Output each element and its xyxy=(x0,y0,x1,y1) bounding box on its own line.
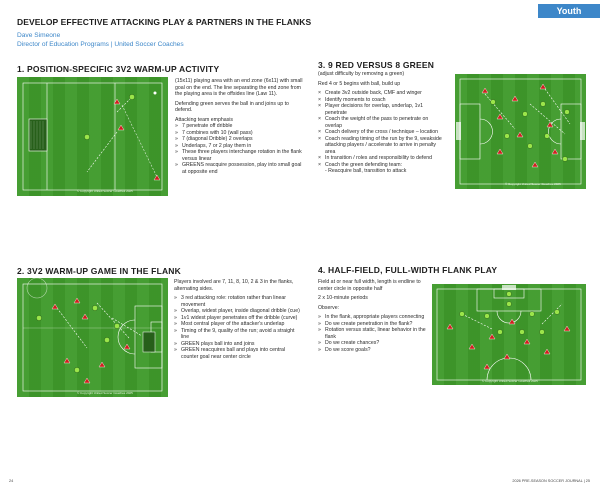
section2-p1: Players involved are 7, 11, 8, 10, 2 & 3… xyxy=(174,279,294,292)
section1-p1: (15x11) playing area with an end zone (6… xyxy=(175,78,303,97)
player-red-marker xyxy=(113,98,161,181)
list-item: Overlap, widest player, inside diagonal … xyxy=(174,308,302,315)
section3-p1: (adjust difficulty by removing a green) xyxy=(318,71,405,77)
player-green-marker xyxy=(490,99,570,162)
list-item: Timing of the 9, quality of the run; avo… xyxy=(174,328,302,341)
section4-list: In the flank, appropriate players connec… xyxy=(318,314,433,353)
list-item: 1v1 widest player penetrates off the dri… xyxy=(174,315,302,322)
diagram-copyright: © Copyright United Soccer Coaches 2025 xyxy=(77,189,133,193)
section4-p3: Observe: xyxy=(318,304,340,311)
player-green-marker xyxy=(36,305,120,373)
section1-p2: Defending green serves the ball in and j… xyxy=(175,100,289,114)
section3-title: 3. 9 RED VERSUS 8 GREEN xyxy=(318,60,435,70)
section4-diagram: © Copyright United Soccer Coaches 2025 xyxy=(432,284,586,385)
list-item: Player decisions for overlap, underlap, … xyxy=(318,103,442,116)
section1-list: 7 penetrate off dribble 7 combines with … xyxy=(175,123,303,175)
section4-p1: Field at or near full width, length is e… xyxy=(318,279,421,292)
section1-text: (15x11) playing area with an end zone (6… xyxy=(175,78,303,175)
list-item: Do we score goals? xyxy=(318,347,433,354)
list-item: 3 red attacking role: rotation rather th… xyxy=(174,295,302,308)
list-subitem: - Reacquire ball, transition to attack xyxy=(325,168,407,174)
section2-list: 3 red attacking role: rotation rather th… xyxy=(174,295,302,360)
list-item: Coach the weight of the pass to penetrat… xyxy=(318,116,442,129)
section2-title: 2. 3V2 WARM-UP GAME IN THE FLANK xyxy=(17,266,181,276)
section2-diagram: © Copyright United Soccer Coaches 2025 xyxy=(17,278,168,397)
list-item: Most central player of the attacker's un… xyxy=(174,321,302,328)
section1-p3: Attacking team emphasis xyxy=(175,116,233,123)
list-item: GREEN reacquires ball and plays into cen… xyxy=(174,347,302,360)
section3-diagram: © Copyright United Soccer Coaches 2025 xyxy=(455,74,586,189)
list-item: These three players interchange rotation… xyxy=(175,149,303,162)
section1-diagram: © Copyright United Soccer Coaches 2025 xyxy=(17,77,168,196)
list-item: Coach delivery of the cross / technique … xyxy=(318,129,442,136)
list-item: Identify moments to coach xyxy=(318,97,442,104)
section4-text: Field at or near full width, length is e… xyxy=(318,279,433,353)
player-red-marker xyxy=(446,318,571,370)
page-number-right: 2026 PRE-SEASON SOCCER JOURNAL | 25 xyxy=(512,479,590,483)
author-name: Dave Simeone xyxy=(17,32,61,39)
section2-text: Players involved are 7, 11, 8, 10, 2 & 3… xyxy=(174,279,302,360)
section4-p2: 2 x 10-minute periods xyxy=(318,295,368,301)
article-title: DEVELOP EFFECTIVE ATTACKING PLAY & PARTN… xyxy=(17,17,312,27)
section3-list: Create 3v2 outside back, CMF and winger … xyxy=(318,90,442,175)
list-item: Underlaps, 7 or 2 play them in xyxy=(175,143,303,150)
list-item: In transition / roles and responsibility… xyxy=(318,155,442,162)
page-number-left: 24 xyxy=(9,479,14,483)
list-item: 7 (diagonal Dribble) 2 overlaps xyxy=(175,136,303,143)
list-item: 7 combines with 10 (wall pass) xyxy=(175,130,303,137)
player-green-marker xyxy=(84,94,135,140)
author-role: Director of Education Programs | United … xyxy=(17,41,184,48)
diagram-copyright: © Copyright United Soccer Coaches 2025 xyxy=(505,182,561,186)
section3-text: (adjust difficulty by removing a green) … xyxy=(318,71,442,175)
list-item: GREENS reacquire possession, play into s… xyxy=(175,162,303,175)
diagram-copyright: © Copyright United Soccer Coaches 2025 xyxy=(482,379,538,383)
list-item: Rotation versus static, linear behavior … xyxy=(318,327,433,340)
section4-title: 4. HALF-FIELD, FULL-WIDTH FLANK PLAY xyxy=(318,265,498,275)
list-item: Coach the green defending team: xyxy=(318,162,442,169)
youth-tab: Youth xyxy=(538,4,600,18)
section1-title: 1. POSITION-SPECIFIC 3V2 WARM-UP ACTIVIT… xyxy=(17,64,220,74)
list-item: Create 3v2 outside back, CMF and winger xyxy=(318,90,442,97)
list-item: 7 penetrate off dribble xyxy=(175,123,303,130)
list-item: In the flank, appropriate players connec… xyxy=(318,314,433,321)
player-red-marker xyxy=(51,297,131,384)
list-item: Do we create chances? xyxy=(318,340,433,347)
diagram-copyright: © Copyright United Soccer Coaches 2025 xyxy=(77,391,133,395)
player-red-marker xyxy=(481,83,559,168)
list-item: Coach reading timing of the run by the 9… xyxy=(318,136,442,156)
list-item: Do we create penetration in the flank? xyxy=(318,321,433,328)
author-block: Dave Simeone Director of Education Progr… xyxy=(17,31,184,49)
section3-p2: Red 4 or 5 begins with ball, build up xyxy=(318,80,401,87)
player-green-marker xyxy=(459,291,560,335)
list-item: GREEN plays ball into and joins xyxy=(174,341,302,348)
